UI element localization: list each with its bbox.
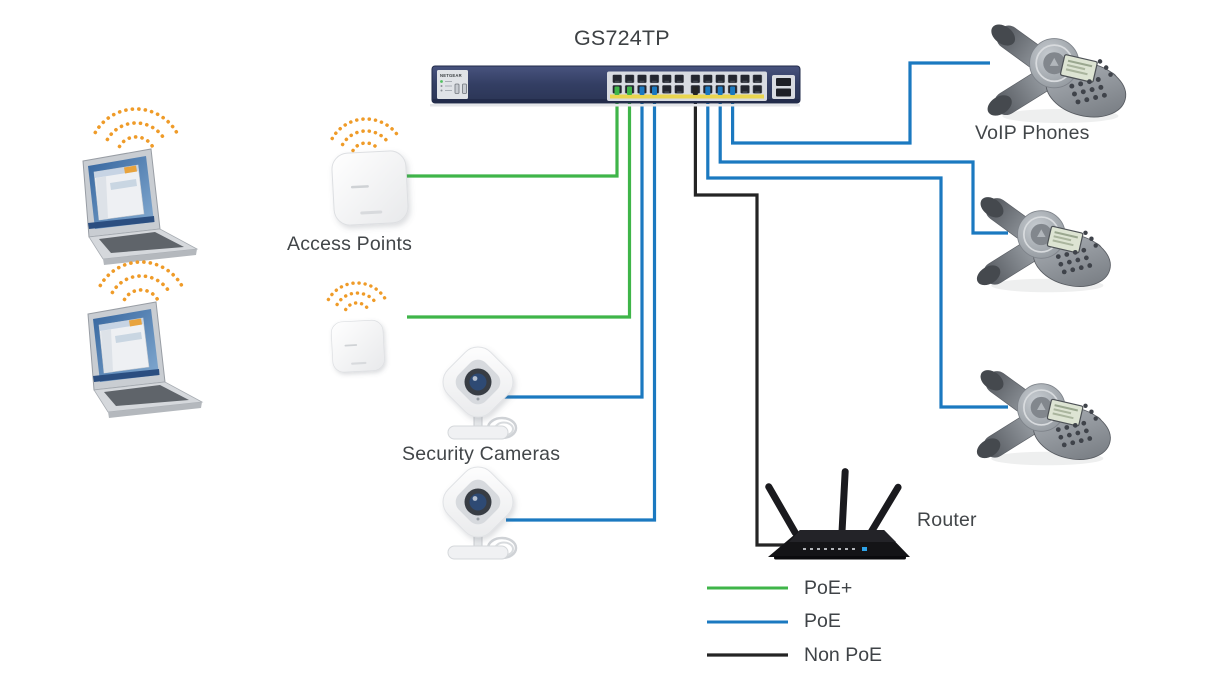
laptop-1 — [82, 148, 198, 266]
switch-front-panel — [437, 70, 468, 99]
legend-row-non-poe: Non PoE — [705, 644, 882, 666]
legend-label-non-poe: Non PoE — [804, 643, 883, 666]
cable-poe-camera-1 — [496, 88, 644, 399]
switch-ports-top-left — [611, 73, 686, 84]
cable-poe-camera-2 — [506, 88, 657, 522]
port-plugs — [614, 86, 736, 95]
access-point-1 — [330, 149, 410, 227]
cable-poe-voip-phone-1 — [730, 61, 990, 145]
security-camera-2 — [436, 460, 521, 559]
switch-ports-bottom-right — [689, 84, 764, 95]
switch-button — [462, 83, 467, 94]
cable-poeplus-access-point-2 — [407, 88, 632, 319]
wifi-signal-icon — [98, 260, 184, 302]
router-usb-led — [862, 547, 867, 551]
router-led-row — [803, 548, 855, 550]
voip-phone-1 — [982, 19, 1133, 126]
switch-button — [454, 83, 460, 94]
switch-power-led — [440, 80, 443, 83]
port-plug — [717, 86, 723, 95]
legend-label-poe-plus: PoE+ — [804, 576, 853, 599]
port-plug — [639, 86, 645, 95]
legend-swatch-poe — [707, 620, 788, 623]
laptop-2 — [87, 301, 203, 419]
wifi-signal-icon — [330, 117, 402, 153]
legend-swatch-non-poe — [707, 653, 788, 657]
security-camera-1 — [436, 340, 521, 439]
port-plug — [627, 86, 632, 95]
switch-ports-bottom-left — [611, 84, 686, 95]
port-plug — [692, 86, 698, 95]
wifi-signal-icon — [93, 107, 179, 149]
legend-label-poe: PoE — [804, 610, 841, 632]
cable-poe-voip-phone-3 — [706, 88, 1008, 409]
switch-gs724tp: NETGEAR — [430, 65, 801, 107]
switch-port-yellow-strip — [610, 94, 764, 99]
legend-swatch-poe-plus — [707, 586, 788, 590]
port-plug — [652, 86, 657, 95]
switch-ports-top-right — [689, 73, 764, 84]
cable-nonpoe-router — [693, 88, 790, 547]
cables — [406, 61, 1008, 547]
router — [765, 468, 910, 560]
port-plug — [730, 86, 736, 95]
voip-phone-3 — [972, 365, 1117, 469]
cable-poe-voip-phone-2 — [718, 88, 1008, 235]
switch-brand-logo: NETGEAR — [440, 73, 462, 78]
security-cameras-label: Security Cameras — [402, 443, 561, 465]
wifi-signal-icon — [326, 281, 388, 312]
access-point-2 — [330, 319, 386, 374]
legend-row-poe-plus: PoE+ — [705, 577, 882, 599]
legend: PoE+ PoE Non PoE — [705, 577, 882, 666]
switch-title: GS724TP — [574, 26, 670, 50]
cable-poeplus-access-point-1 — [406, 88, 619, 178]
voip-phone-2 — [972, 192, 1117, 296]
voip-phones-label: VoIP Phones — [975, 122, 1090, 144]
port-plug — [614, 86, 620, 95]
access-points-label: Access Points — [287, 233, 413, 255]
router-label: Router — [917, 509, 977, 531]
legend-row-poe: PoE — [705, 610, 882, 633]
port-plug — [705, 86, 711, 95]
